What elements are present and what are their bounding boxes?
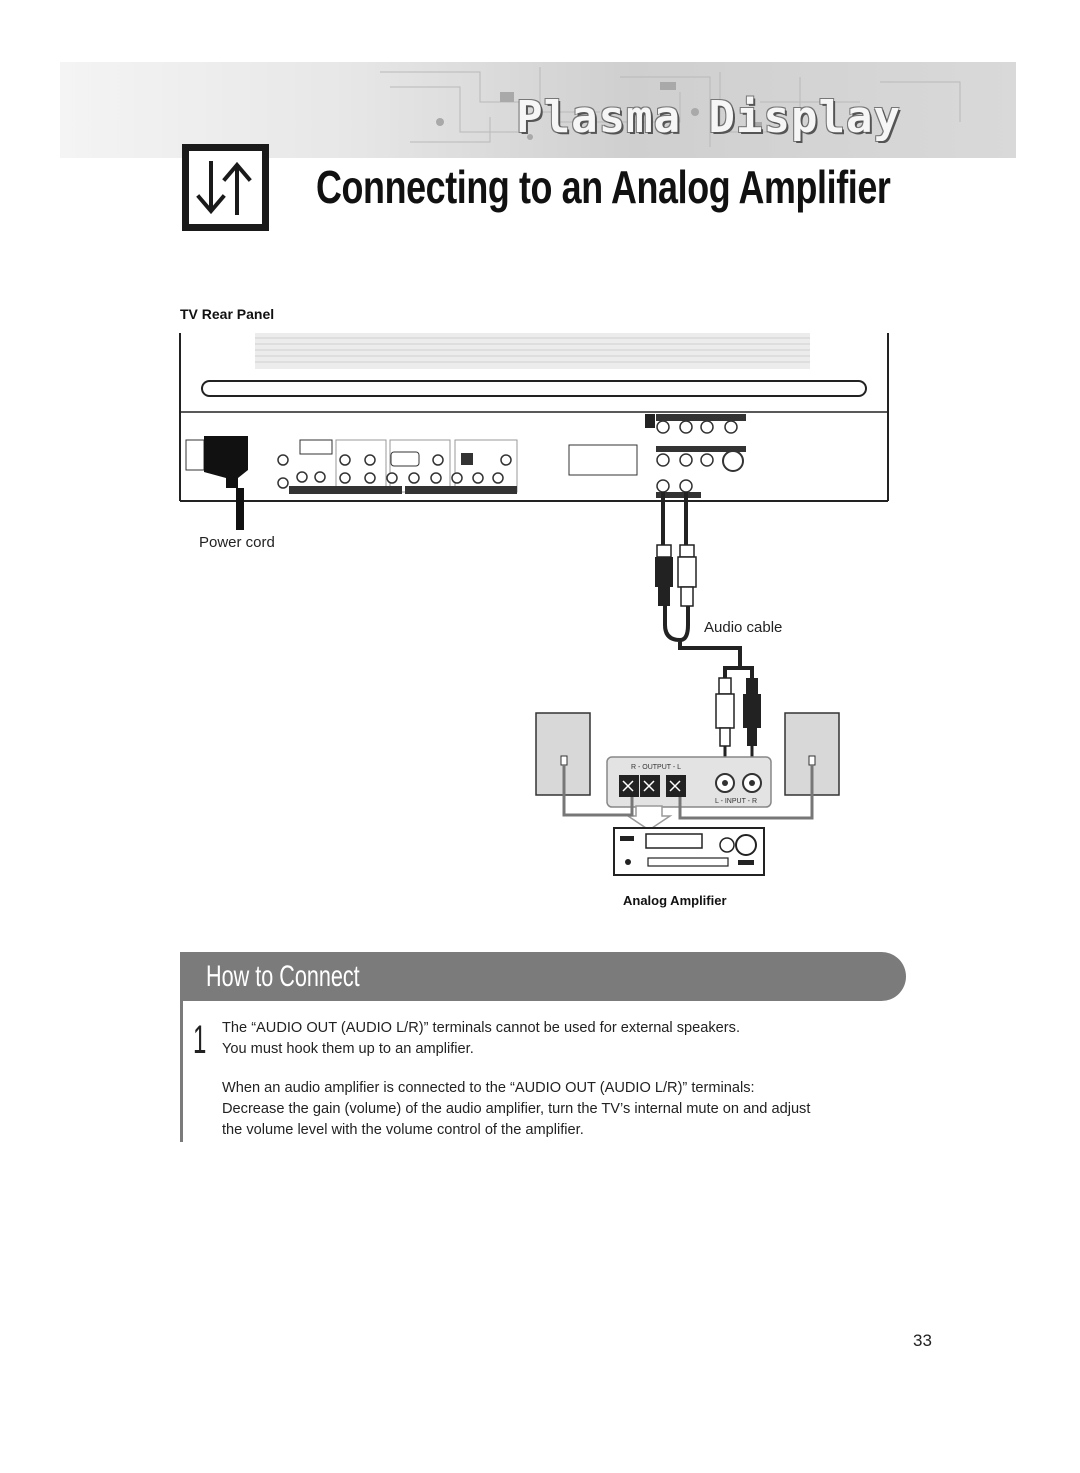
tv-rear-panel-label: TV Rear Panel xyxy=(180,306,275,322)
rca-plugs-amp-side xyxy=(715,677,761,768)
page-number: 33 xyxy=(913,1331,932,1350)
speaker-wires xyxy=(562,765,814,820)
amplifier-terminal-block xyxy=(606,756,772,831)
rca-plugs-tv-side xyxy=(655,544,697,607)
paragraph-1-line-2: You must hook them up to an amplifier. xyxy=(222,1041,474,1057)
output-terminal-label: R - OUTPUT - L xyxy=(631,764,681,771)
section-left-rule xyxy=(180,952,183,1142)
header-banner: Plasma Display xyxy=(60,62,1016,158)
paragraph-2-line-3: the volume level with the volume control… xyxy=(222,1122,584,1138)
tv-rear-panel xyxy=(179,333,889,530)
connection-arrows-icon xyxy=(182,144,269,231)
page-title: Connecting to an Analog Amplifier xyxy=(316,161,891,213)
power-cord-label: Power cord xyxy=(199,534,275,551)
paragraph-1-line-1: The “AUDIO OUT (AUDIO L/R)” terminals ca… xyxy=(222,1020,740,1036)
audio-cable-label: Audio cable xyxy=(704,619,783,636)
analog-amplifier-label: Analog Amplifier xyxy=(623,893,727,908)
section-title: How to Connect xyxy=(206,960,360,993)
how-to-connect-bar xyxy=(180,952,906,1001)
analog-amplifier xyxy=(613,827,765,876)
paragraph-2-line-1: When an audio amplifier is connected to … xyxy=(222,1080,755,1096)
circuit-texture xyxy=(380,67,961,147)
banner-title: Plasma Display xyxy=(516,92,901,143)
paragraph-2-line-2: Decrease the gain (volume) of the audio … xyxy=(222,1101,811,1117)
audio-cable xyxy=(661,492,754,678)
input-terminal-label: L - INPUT - R xyxy=(715,798,757,805)
step-number: 1 xyxy=(193,1018,207,1062)
